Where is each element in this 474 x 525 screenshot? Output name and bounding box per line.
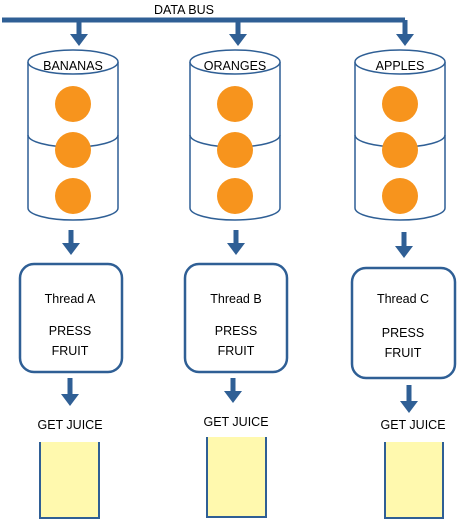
fruit-ball [217, 178, 253, 214]
thread-box: Thread A PRESS FRUIT [18, 262, 124, 374]
action-label-line1: PRESS [49, 324, 91, 338]
fruit-ball [55, 86, 91, 122]
lane-b: ORANGES Thread B PRESS FRUIT GET JUICE [183, 49, 289, 518]
thread-box: Thread C PRESS FRUIT [350, 266, 457, 380]
juice-glass [206, 437, 267, 518]
fruit-ball [55, 132, 91, 168]
output-label: GET JUICE [380, 418, 445, 432]
fruit-label: APPLES [376, 59, 425, 73]
arrowhead [61, 394, 79, 406]
data-bus-arrowhead-2 [229, 34, 247, 46]
fruit-cylinder: ORANGES [189, 49, 281, 221]
lane-a: BANANAS Thread A PRESS FRUIT GET JUICE [18, 49, 124, 519]
fruit-ball [217, 132, 253, 168]
fruit-ball [382, 86, 418, 122]
output-label: GET JUICE [203, 415, 268, 429]
fruit-ball [382, 178, 418, 214]
fruit-cylinder: BANANAS [27, 49, 119, 221]
fruit-ball [382, 132, 418, 168]
thread-box: Thread B PRESS FRUIT [183, 262, 289, 374]
fruit-label: BANANAS [43, 59, 103, 73]
action-label-line2: FRUIT [385, 346, 422, 360]
action-label-line1: PRESS [215, 324, 257, 338]
data-bus: DATA BUS [2, 3, 414, 46]
data-bus-arrowhead-3 [396, 34, 414, 46]
data-bus-label: DATA BUS [154, 3, 214, 17]
arrowhead [62, 243, 80, 255]
data-bus-arrowhead-1 [70, 34, 88, 46]
thread-label: Thread A [45, 292, 96, 306]
lane-c: APPLES Thread C PRESS FRUIT GET JUICE [350, 49, 457, 519]
action-label-line2: FRUIT [52, 344, 89, 358]
thread-label: Thread B [210, 292, 261, 306]
arrowhead [400, 401, 418, 413]
fruit-ball [217, 86, 253, 122]
juice-glass [39, 442, 100, 519]
juice-glass [384, 442, 444, 519]
arrowhead [227, 243, 245, 255]
action-label-line2: FRUIT [218, 344, 255, 358]
thread-label: Thread C [377, 292, 429, 306]
output-label: GET JUICE [37, 418, 102, 432]
fruit-ball [55, 178, 91, 214]
arrowhead [395, 246, 413, 258]
fruit-cylinder: APPLES [354, 49, 446, 221]
arrowhead [224, 391, 242, 403]
action-label-line1: PRESS [382, 326, 424, 340]
fruit-label: ORANGES [204, 59, 267, 73]
